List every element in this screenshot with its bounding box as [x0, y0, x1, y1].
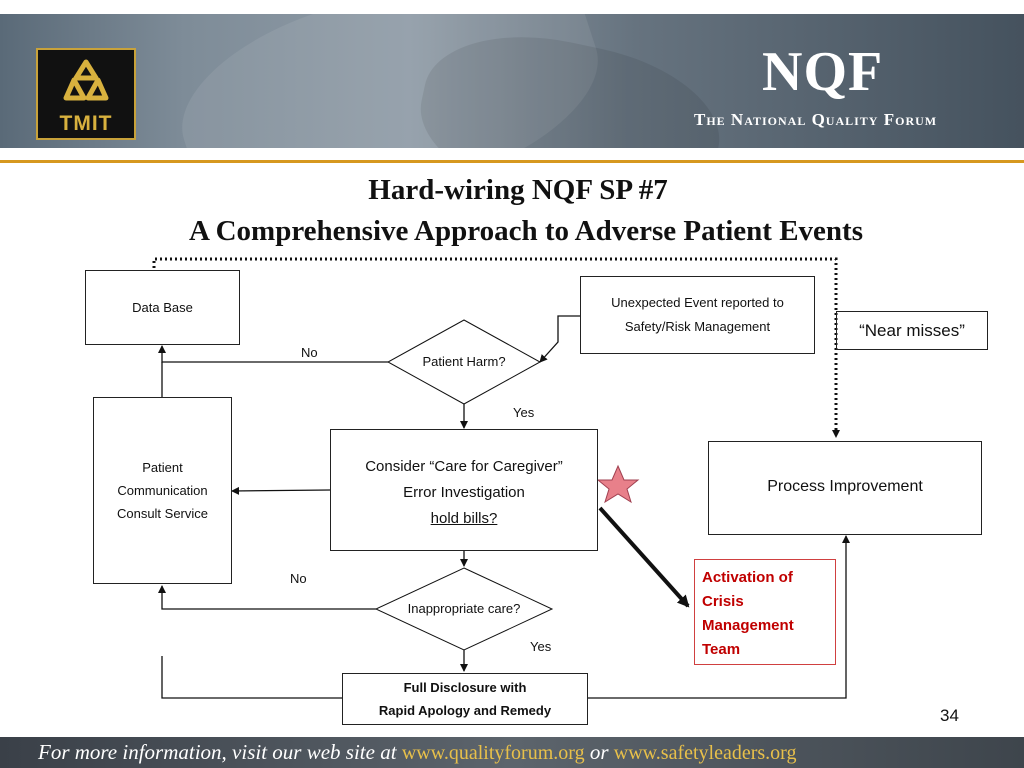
full-disclosure-box: Full Disclosure with Rapid Apology and R… [342, 673, 588, 725]
disclosure-to-process-line [588, 535, 850, 699]
page-number: 34 [940, 706, 959, 725]
quality-forum-link[interactable]: www.qualityforum.org [401, 742, 585, 764]
crisis-management-box: Activation of Crisis Management Team [694, 559, 836, 665]
tmit-knot-icon [63, 59, 109, 101]
no-label-bottom: No [290, 571, 307, 586]
care-no-line [158, 585, 376, 610]
consider-to-comm-line [231, 486, 331, 495]
consider-care-box: Consider “Care for Caregiver” Error Inve… [330, 429, 598, 551]
footer-prefix: For more information, visit our web site… [38, 740, 397, 764]
full-disclosure-line1: Full Disclosure with [403, 680, 527, 695]
patient-harm-label: Patient Harm? [422, 354, 506, 369]
yes-label-bottom: Yes [530, 639, 552, 654]
yes-label-top: Yes [513, 405, 535, 420]
unexpected-event-line1: Unexpected Event reported to [611, 295, 784, 310]
crisis-arrow [598, 506, 690, 608]
consider-line1: Consider “Care for Caregiver” [365, 458, 563, 475]
tmit-logo-text: TMIT [59, 112, 113, 135]
hold-bills-label: hold bills? [430, 510, 498, 527]
crisis-line2: Crisis [702, 593, 744, 610]
disclosure-to-comm-line [161, 656, 342, 699]
star-icon [596, 464, 640, 504]
near-misses-label: “Near misses” [859, 320, 965, 340]
safety-leaders-link[interactable]: www.safetyleaders.org [613, 742, 797, 764]
patient-comm-line1: Patient [142, 460, 183, 475]
tmit-logo: TMIT [36, 48, 136, 140]
patient-comm-line2: Communication [117, 483, 208, 498]
unexpected-event-box: Unexpected Event reported to Safety/Risk… [580, 276, 815, 354]
data-base-label: Data Base [132, 300, 193, 315]
gold-divider [0, 160, 1024, 163]
header-banner: TMIT NQF The National Quality Forum [0, 14, 1024, 148]
process-improvement-label: Process Improvement [767, 478, 923, 495]
nqf-logo-subtitle: The National Quality Forum [694, 110, 938, 129]
slide-subtitle: A Comprehensive Approach to Adverse Pati… [189, 215, 863, 247]
full-disclosure-line2: Rapid Apology and Remedy [378, 703, 552, 718]
unexpected-event-line2: Safety/Risk Management [624, 319, 771, 334]
footer-text: For more information, visit our web site… [38, 740, 796, 765]
patient-comm-line3: Consult Service [116, 506, 209, 521]
harm-no-line [158, 345, 388, 363]
crisis-line3: Management [702, 617, 794, 634]
crisis-line1: Activation of [702, 569, 793, 586]
nqf-logo-text: NQF [762, 41, 884, 103]
process-improvement-box: Process Improvement [708, 441, 982, 535]
slide-title: Hard-wiring NQF SP #7 [368, 174, 668, 206]
data-base-box: Data Base [85, 270, 240, 345]
event-to-harm-line [539, 315, 580, 363]
patient-communication-box: Patient Communication Consult Service [93, 397, 232, 584]
footer-bar: For more information, visit our web site… [0, 737, 1024, 768]
inappropriate-care-label: Inappropriate care? [407, 601, 521, 616]
crisis-line4: Team [702, 641, 741, 658]
consider-line2: Error Investigation [403, 484, 525, 501]
near-misses-box: “Near misses” [836, 311, 988, 350]
footer-or: or [589, 740, 609, 764]
no-label-top: No [301, 345, 318, 360]
